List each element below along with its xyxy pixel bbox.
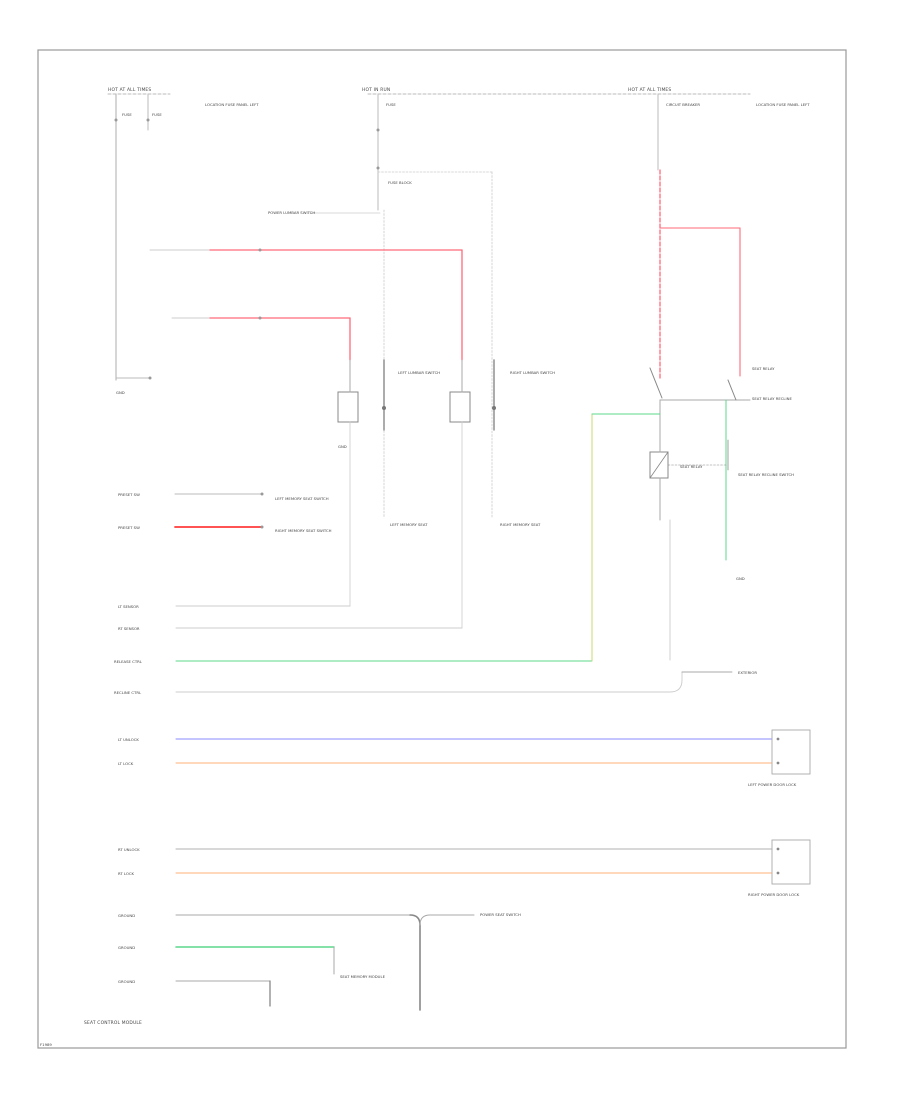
circuit-breaker-label: CIRCUIT BREAKER (666, 102, 700, 107)
rt-sensor-label: RT SENSOR (118, 626, 140, 631)
hot-at-all-times-right-label: HOT AT ALL TIMES (628, 87, 671, 93)
preset-switch-1 (174, 492, 264, 496)
left-door-lock-wires (175, 729, 811, 775)
red-wire-run-1 (149, 248, 463, 361)
seat-control-module-label: SEAT CONTROL MODULE (84, 1020, 142, 1026)
ground-wires (175, 914, 475, 1011)
left-lumbar-switch (337, 359, 386, 607)
preset-2-desc: RIGHT MEMORY SEAT SWITCH (275, 528, 332, 533)
recline-ctrl-label: RECLINE CTRL (114, 690, 142, 695)
seat-relay-2-label: SEAT RELAY (680, 464, 703, 469)
fuse-left-b-label: FUSE (152, 112, 162, 117)
rt-lock-label: RT LOCK (118, 871, 135, 876)
gnd-2-label: GND (736, 576, 745, 581)
gnd-1-label: GND (338, 444, 347, 449)
left-fuse-block (107, 93, 171, 381)
right-door-lock-wires (175, 839, 811, 885)
page-code-label: F1989 (40, 1042, 52, 1047)
seat-relay-1-label: SEAT RELAY (752, 366, 775, 371)
memory-seat-right-label: RIGHT MEMORY SEAT (500, 522, 541, 527)
rt-unlock-label: RT UNLOCK (118, 847, 140, 852)
hot-at-all-times-left-label: HOT AT ALL TIMES (108, 87, 151, 93)
red-wire-run-2 (171, 316, 351, 361)
ground-2-label: GROUND (118, 945, 135, 950)
right-power-door-lock-label: RIGHT POWER DOOR LOCK (748, 892, 800, 897)
seat-relay-2-desc: SEAT RELAY RECLINE SWITCH (738, 472, 794, 477)
exterior-label: EXTERIOR (738, 670, 757, 675)
lt-unlock-label: LT UNLOCK (118, 737, 139, 742)
ground-3-label: GROUND (118, 979, 135, 984)
seat-memory-module-label: SEAT MEMORY MODULE (340, 974, 386, 979)
lt-lock-label: LT LOCK (118, 761, 134, 766)
right-lumbar-switch (449, 359, 496, 629)
sensor-ctrl-wires (175, 413, 733, 693)
left-lumbar-switch-label: LEFT LUMBAR SWITCH (398, 370, 440, 375)
fuse-left-a-label: FUSE (122, 112, 132, 117)
preset-1-desc: LEFT MEMORY SEAT SWITCH (275, 496, 329, 501)
right-location-label: LOCATION FUSE PANEL LEFT (756, 102, 810, 107)
release-ctrl-label: RELEASE CTRL (114, 659, 143, 664)
diagram-frame (37, 49, 847, 1049)
seat-relay-1-desc: SEAT RELAY RECLINE (752, 396, 792, 401)
lt-sensor-label: LT SENSOR (118, 604, 139, 609)
right-lumbar-switch-label: RIGHT LUMBAR SWITCH (510, 370, 555, 375)
preset-switch-2 (174, 525, 264, 529)
left-power-door-lock-label: LEFT POWER DOOR LOCK (748, 782, 797, 787)
hot-in-run-label: HOT IN RUN (362, 87, 390, 93)
memory-seat-left-label: LEFT MEMORY SEAT (390, 522, 428, 527)
preset-1-label: PRESET SW (118, 492, 140, 497)
lower-relay (649, 399, 729, 561)
gnd-3-label: GND (116, 390, 125, 395)
right-power-feed (649, 93, 751, 401)
fuse-left-location-label: LOCATION FUSE PANEL LEFT (205, 102, 259, 107)
power-lumbar-switch-label: POWER LUMBAR SWITCH (268, 210, 315, 215)
power-seat-switch-label: POWER SEAT SWITCH (480, 912, 521, 917)
fuse-center-label: FUSE (386, 102, 396, 107)
center-fuse-block (309, 93, 751, 519)
preset-2-label: PRESET SW (118, 525, 140, 530)
ground-1-label: GROUND (118, 913, 135, 918)
fuse-block-label: FUSE BLOCK (388, 180, 412, 185)
